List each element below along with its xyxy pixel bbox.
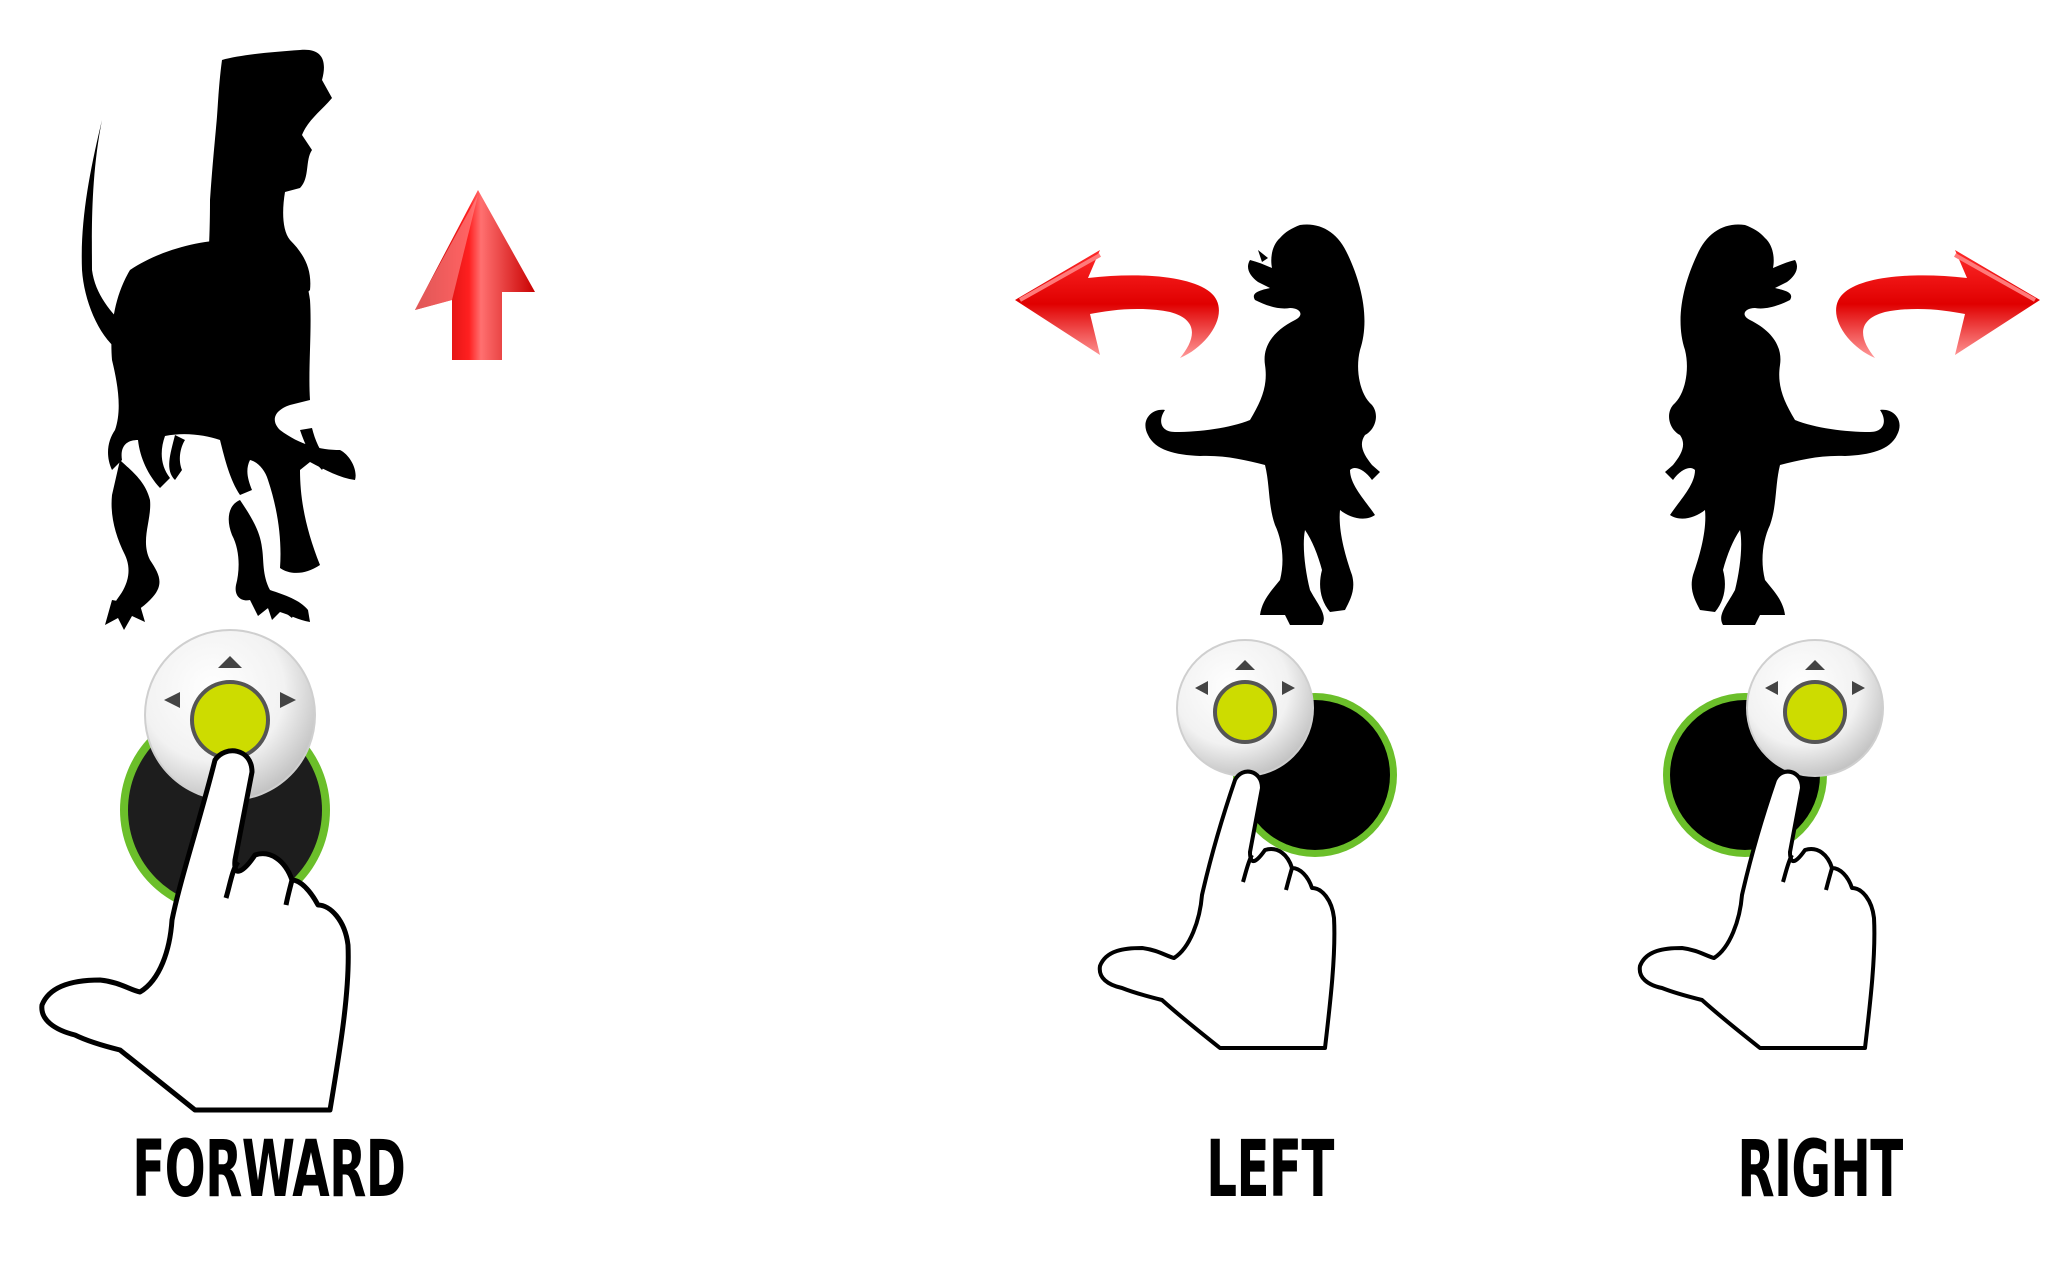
panel-right: RIGHT bbox=[1637, 0, 2070, 1269]
arrow-up-icon bbox=[415, 190, 535, 360]
label-right: RIGHT bbox=[1737, 1125, 1903, 1215]
label-forward: FORWARD bbox=[132, 1125, 406, 1215]
dinosaur-silhouette-icon bbox=[81, 49, 356, 630]
dinosaur-silhouette-icon bbox=[1665, 224, 1900, 625]
pointing-hand-icon bbox=[1637, 769, 1877, 1050]
pointing-hand-icon bbox=[39, 748, 351, 1113]
panel-left: LEFT bbox=[1000, 0, 1420, 1269]
curved-arrow-right-icon bbox=[1836, 250, 2040, 358]
label-left: LEFT bbox=[1206, 1125, 1334, 1215]
curved-arrow-left-icon bbox=[1015, 250, 1219, 358]
pointing-hand-icon bbox=[1097, 769, 1337, 1050]
dinosaur-silhouette-icon bbox=[1145, 224, 1380, 625]
panel-forward: FORWARD bbox=[0, 0, 560, 1269]
joystick-button-icon bbox=[1176, 639, 1397, 857]
